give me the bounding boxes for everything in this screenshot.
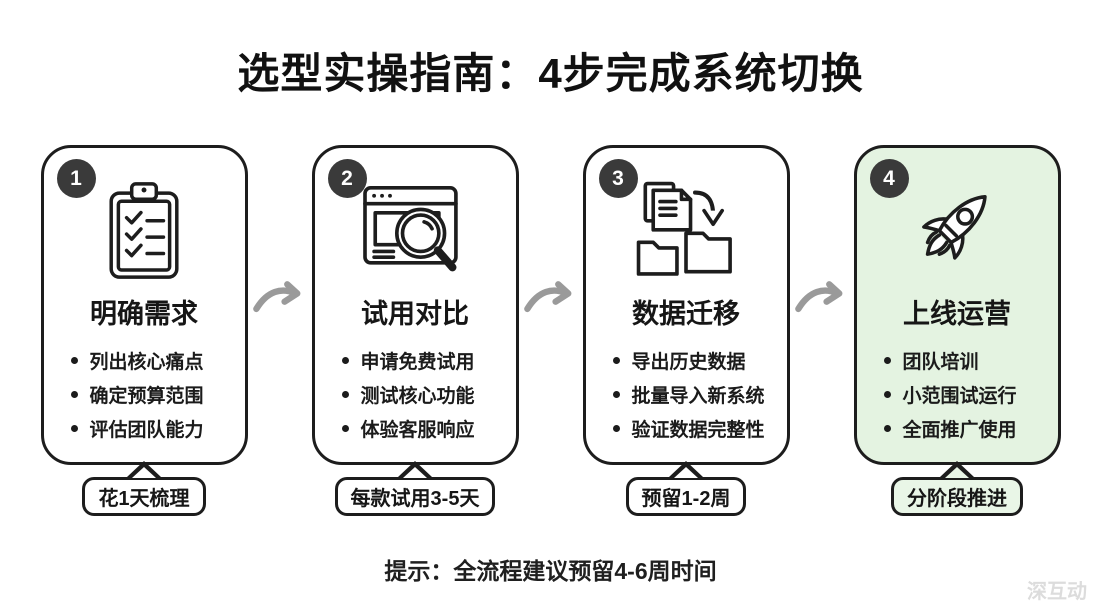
flow-arrow-icon	[248, 278, 312, 318]
bullet-text: 申请免费试用	[360, 351, 475, 373]
bullet-dot	[883, 424, 891, 432]
step-1-card: 1 明确需求 列出核心痛点 确定预算范围 评	[40, 145, 248, 465]
bullet-dot	[612, 356, 620, 364]
pointer-tail	[398, 461, 432, 478]
bullet-dot	[341, 356, 349, 364]
bullet-text: 确定预算范围	[89, 385, 204, 407]
bullet-item: 导出历史数据	[612, 343, 787, 377]
step-4-duration-tag: 分阶段推进	[891, 477, 1023, 516]
bullet-text: 评估团队能力	[89, 419, 204, 441]
step-2-title: 试用对比	[361, 299, 469, 329]
pointer-tail	[127, 461, 161, 478]
bullet-text: 导出历史数据	[631, 351, 746, 373]
bullet-dot	[341, 390, 349, 398]
step-2-duration-tag: 每款试用3-5天	[334, 477, 496, 516]
bullet-text: 小范围试运行	[902, 385, 1017, 407]
step-3-number-badge: 3	[598, 159, 638, 198]
step-4-card: 4 上线运营	[853, 145, 1061, 465]
bullet-item: 小范围试运行	[883, 377, 1058, 411]
rocket-icon	[857, 178, 1058, 284]
bullet-text: 测试核心功能	[360, 385, 475, 407]
step-2-bullets: 申请免费试用 测试核心功能 体验客服响应	[315, 343, 516, 445]
bullet-dot	[883, 356, 891, 364]
pointer-tail	[940, 461, 974, 478]
step-3-duration-tag: 预留1-2周	[625, 477, 747, 516]
step-2-number-badge: 2	[327, 159, 367, 198]
step-3: 3 数据迁移 导出历史数据 批量导入新	[582, 145, 790, 516]
bullet-dot	[70, 390, 78, 398]
step-3-title: 数据迁移	[632, 299, 740, 329]
bullet-item: 申请免费试用	[341, 343, 516, 377]
step-4: 4 上线运营	[853, 145, 1061, 516]
step-4-number-badge: 4	[869, 159, 909, 198]
bullet-item: 测试核心功能	[341, 377, 516, 411]
bullet-item: 体验客服响应	[341, 411, 516, 445]
bullet-dot	[70, 356, 78, 364]
bullet-dot	[70, 424, 78, 432]
bullet-item: 确定预算范围	[70, 377, 245, 411]
bullet-item: 批量导入新系统	[612, 377, 787, 411]
bullet-text: 全面推广使用	[902, 419, 1017, 441]
bullet-item: 全面推广使用	[883, 411, 1058, 445]
step-2-card: 2 试用对比	[311, 145, 519, 465]
flow-arrow-icon	[519, 278, 583, 318]
step-3-card: 3 数据迁移 导出历史数据 批量导入新	[582, 145, 790, 465]
bullet-item: 验证数据完整性	[612, 411, 787, 445]
step-3-bullets: 导出历史数据 批量导入新系统 验证数据完整性	[586, 343, 787, 445]
steps-flow: 1 明确需求 列出核心痛点 确定预算范围 评	[0, 145, 1101, 516]
bullet-item: 评估团队能力	[70, 411, 245, 445]
bullet-text: 列出核心痛点	[89, 351, 204, 373]
step-4-bullets: 团队培训 小范围试运行 全面推广使用	[857, 343, 1058, 445]
step-4-title: 上线运营	[903, 299, 1011, 329]
step-2: 2 试用对比	[311, 145, 519, 516]
bullet-dot	[612, 424, 620, 432]
step-1-duration-tag: 花1天梳理	[82, 477, 206, 516]
step-1: 1 明确需求 列出核心痛点 确定预算范围 评	[40, 145, 248, 516]
bullet-dot	[883, 390, 891, 398]
page-title: 选型实操指南：4步完成系统切换	[237, 50, 864, 97]
step-1-title: 明确需求	[90, 299, 198, 329]
bullet-text: 验证数据完整性	[631, 419, 765, 441]
pointer-tail	[669, 461, 703, 478]
bullet-text: 体验客服响应	[360, 419, 475, 441]
brand-watermark: 深互动	[1027, 581, 1087, 603]
bullet-text: 批量导入新系统	[631, 385, 765, 407]
clipboard-checklist-icon	[44, 178, 245, 284]
bullet-item: 列出核心痛点	[70, 343, 245, 377]
flow-arrow-icon	[790, 278, 854, 318]
data-migration-icon	[586, 178, 787, 284]
bullet-item: 团队培训	[883, 343, 1058, 377]
browser-search-icon	[315, 178, 516, 284]
bullet-dot	[341, 424, 349, 432]
step-1-number-badge: 1	[56, 159, 96, 198]
footer-tip: 提示：全流程建议预留4-6周时间	[384, 558, 717, 584]
bullet-dot	[612, 390, 620, 398]
bullet-text: 团队培训	[902, 351, 979, 373]
step-1-bullets: 列出核心痛点 确定预算范围 评估团队能力	[44, 343, 245, 445]
